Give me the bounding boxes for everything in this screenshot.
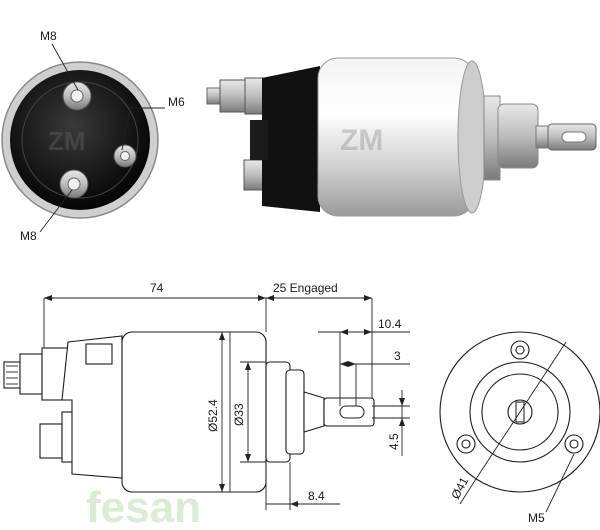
dim-body-diameter: Ø52.4 xyxy=(206,399,220,432)
photo-side-view: ZM xyxy=(206,57,597,217)
dim-plunger-offset: 10.4 xyxy=(378,317,402,331)
dim-engaged: 25 Engaged xyxy=(273,281,338,295)
photo-front-view: ZM M8 M6 M8 xyxy=(1,29,185,243)
terminal-m8-top-icon xyxy=(62,81,92,111)
terminal-m8-bottom-icon xyxy=(59,169,89,199)
label-m6: M6 xyxy=(168,95,185,109)
bolt-hole-right-icon xyxy=(564,434,584,454)
drawing-side-view: 74 25 Engaged 10.4 3 Ø52.4 Ø33 xyxy=(3,281,410,510)
dim-length: 74 xyxy=(150,281,164,295)
bolt-hole-top-icon xyxy=(510,340,530,360)
dim-nose-length: 8.4 xyxy=(308,489,325,503)
dim-slot-width: 4.5 xyxy=(387,433,401,450)
label-m8-bottom: M8 xyxy=(20,229,37,243)
dim-flange-diameter: Ø33 xyxy=(232,403,246,426)
label-m8-top: M8 xyxy=(40,29,57,43)
bolt-hole-left-icon xyxy=(456,434,476,454)
drawing-end-view: Ø41 M5 xyxy=(439,331,600,525)
dim-bolt-circle: Ø41 xyxy=(448,475,471,502)
terminal-m6-icon xyxy=(113,144,137,168)
dim-slot-offset: 3 xyxy=(394,349,401,363)
dim-thread: M5 xyxy=(528,511,545,525)
brand-watermark: fesan xyxy=(86,483,201,530)
svg-text:ZM: ZM xyxy=(48,126,86,156)
svg-text:ZM: ZM xyxy=(340,124,383,157)
